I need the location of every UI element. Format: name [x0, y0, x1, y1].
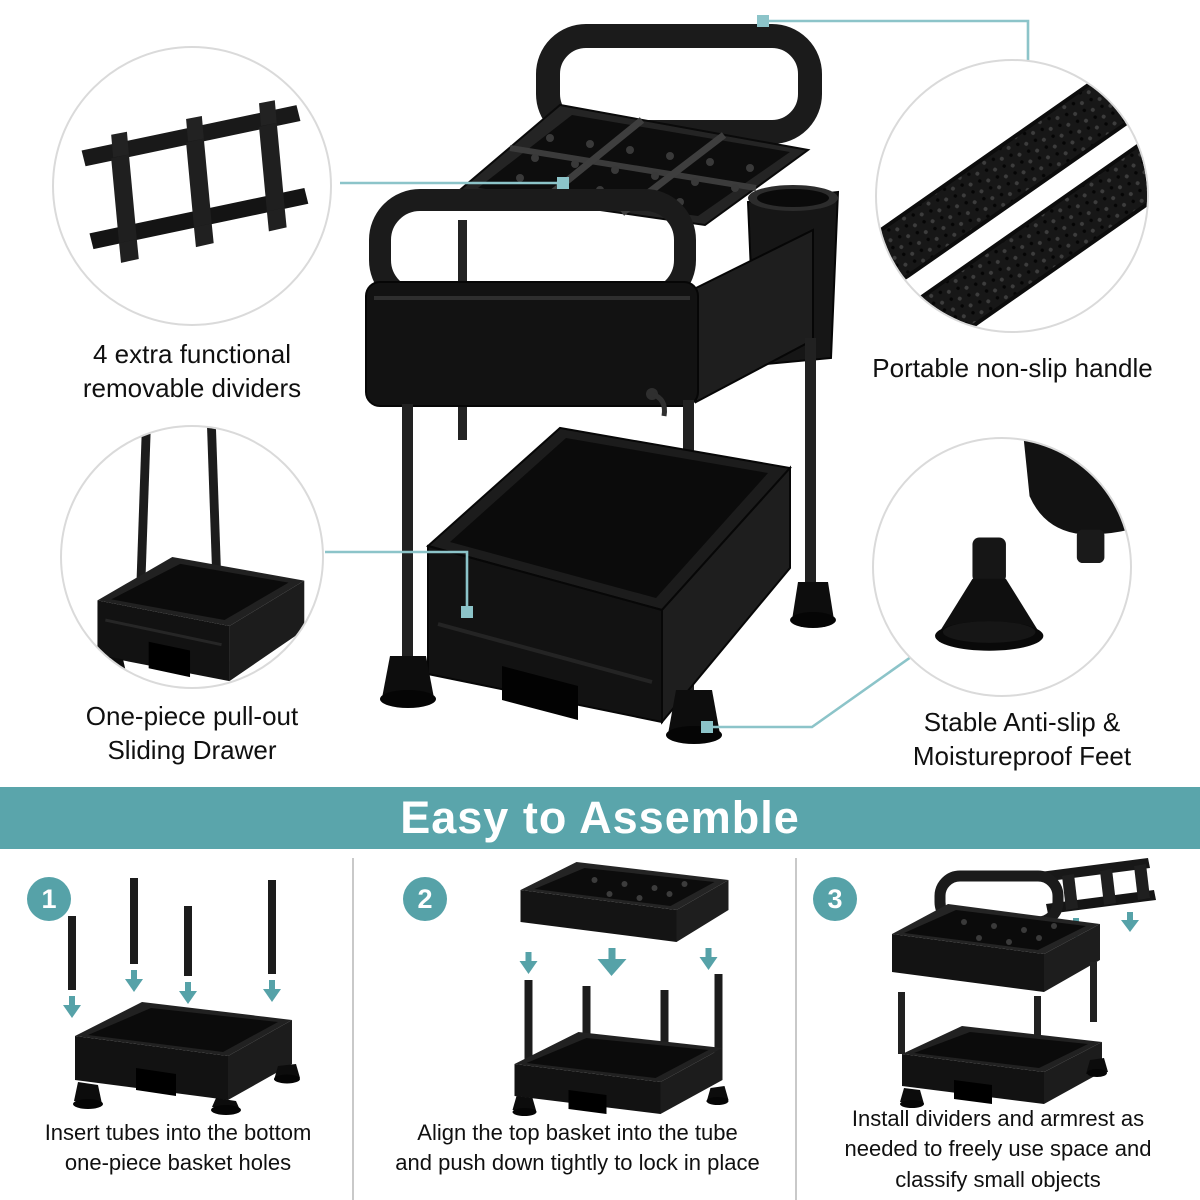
- removable-dividers-image: [81, 100, 309, 263]
- feature-label-dividers: 4 extra functional removable dividers: [82, 339, 302, 403]
- step2-top-basket: [520, 862, 729, 942]
- drawer-body: [90, 557, 305, 687]
- upper-sliding-basket: [365, 228, 814, 417]
- step-divider: [352, 858, 354, 1200]
- anti-slip-feet-image: [935, 439, 1130, 651]
- step-2-image: [512, 862, 729, 1116]
- drawer-handle-notch: [502, 666, 578, 720]
- step2-tubes: [524, 974, 723, 1070]
- feature-label-feet: Stable Anti-slip & Moistureproof Feet: [912, 707, 1132, 771]
- down-arrow-icon: [519, 948, 718, 976]
- moistureproof-foot: [935, 537, 1044, 651]
- step-3-caption: Install dividers and armrest as needed t…: [844, 1106, 1152, 1192]
- down-arrow-icon: [63, 970, 281, 1018]
- feature-bubble-drawer: [60, 425, 324, 689]
- step-1-number-badge: 1: [27, 877, 71, 921]
- step-3-image: [892, 858, 1156, 1108]
- sliding-drawer-image: [90, 427, 305, 687]
- step-2-caption: Align the top basket into the tube and p…: [395, 1120, 760, 1176]
- main-product-image: [365, 24, 840, 744]
- bottom-sliding-drawer: [425, 426, 792, 725]
- step-1-image: [63, 878, 300, 1115]
- banner-title: Easy to Assemble: [400, 792, 800, 843]
- step3-dividers: [1040, 858, 1156, 914]
- feature-bubble-dividers: [52, 46, 332, 326]
- step2-bottom-basket: [512, 1032, 729, 1116]
- step1-tubes: [68, 878, 276, 990]
- step-2-number-badge: 2: [403, 877, 447, 921]
- step-3-number-badge: 3: [813, 877, 857, 921]
- feature-bubble-feet: [872, 437, 1132, 697]
- non-slip-handle-image: [877, 61, 1147, 331]
- step-1-caption: Insert tubes into the bottom one-piece b…: [44, 1120, 312, 1176]
- feature-label-drawer: One-piece pull-out Sliding Drawer: [85, 701, 299, 765]
- callout-connectors: [325, 15, 1030, 733]
- anti-slip-feet: [380, 582, 836, 744]
- feature-label-handle: Portable non-slip handle: [872, 353, 1153, 383]
- feature-bubble-handle: [875, 59, 1149, 333]
- tube-poles: [135, 427, 222, 601]
- perforation-holes: [516, 134, 754, 206]
- step1-bottom-basket: [73, 1002, 300, 1115]
- assemble-banner: Easy to Assemble: [0, 787, 1200, 849]
- step-divider: [795, 858, 797, 1200]
- step3-assembled-unit: [892, 870, 1108, 1108]
